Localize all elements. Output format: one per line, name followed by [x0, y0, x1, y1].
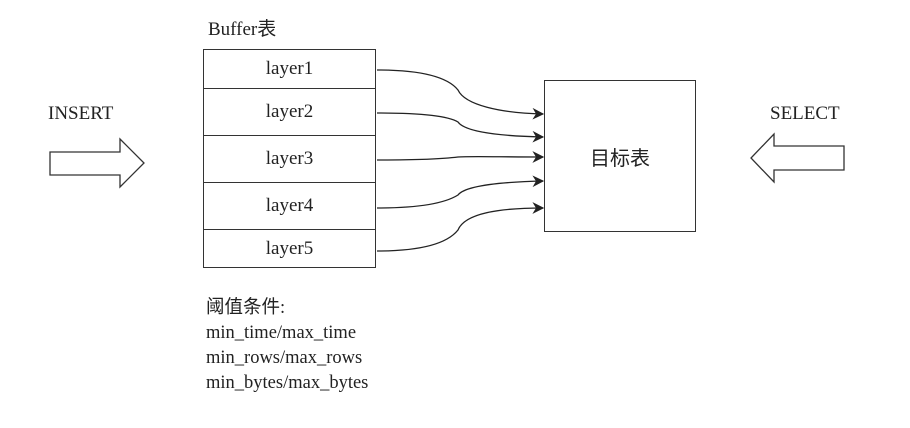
layer-row: layer4	[204, 183, 375, 230]
conditions-title: 阈值条件:	[206, 298, 286, 318]
layer-row: layer2	[204, 89, 375, 136]
edge-layer1	[376, 69, 545, 120]
condition-item: min_rows/max_rows	[206, 348, 363, 368]
condition-item: min_time/max_time	[206, 323, 357, 343]
insert-label: INSERT	[48, 103, 114, 124]
threshold-conditions: 阈值条件: min_time/max_time min_rows/max_row…	[206, 296, 368, 396]
condition-item: min_bytes/max_bytes	[206, 373, 369, 393]
select-label: SELECT	[770, 103, 840, 124]
edge-layer5	[376, 202, 545, 252]
layer-row: layer5	[265, 237, 314, 259]
edge-layer4	[376, 175, 545, 209]
target-table: 目标表	[544, 80, 696, 232]
select-arrow-icon	[750, 132, 845, 184]
layer-row: layer3	[204, 136, 375, 183]
edge-layer3	[376, 151, 545, 163]
buffer-table: layer1 layer2 layer3 layer4 layer5	[203, 49, 376, 268]
edge-layer2	[376, 112, 545, 143]
buffer-table-title: Buffer表	[208, 19, 277, 40]
insert-arrow-icon	[49, 137, 145, 189]
target-table-label: 目标表	[590, 147, 650, 170]
layer-row: layer1	[204, 50, 375, 89]
